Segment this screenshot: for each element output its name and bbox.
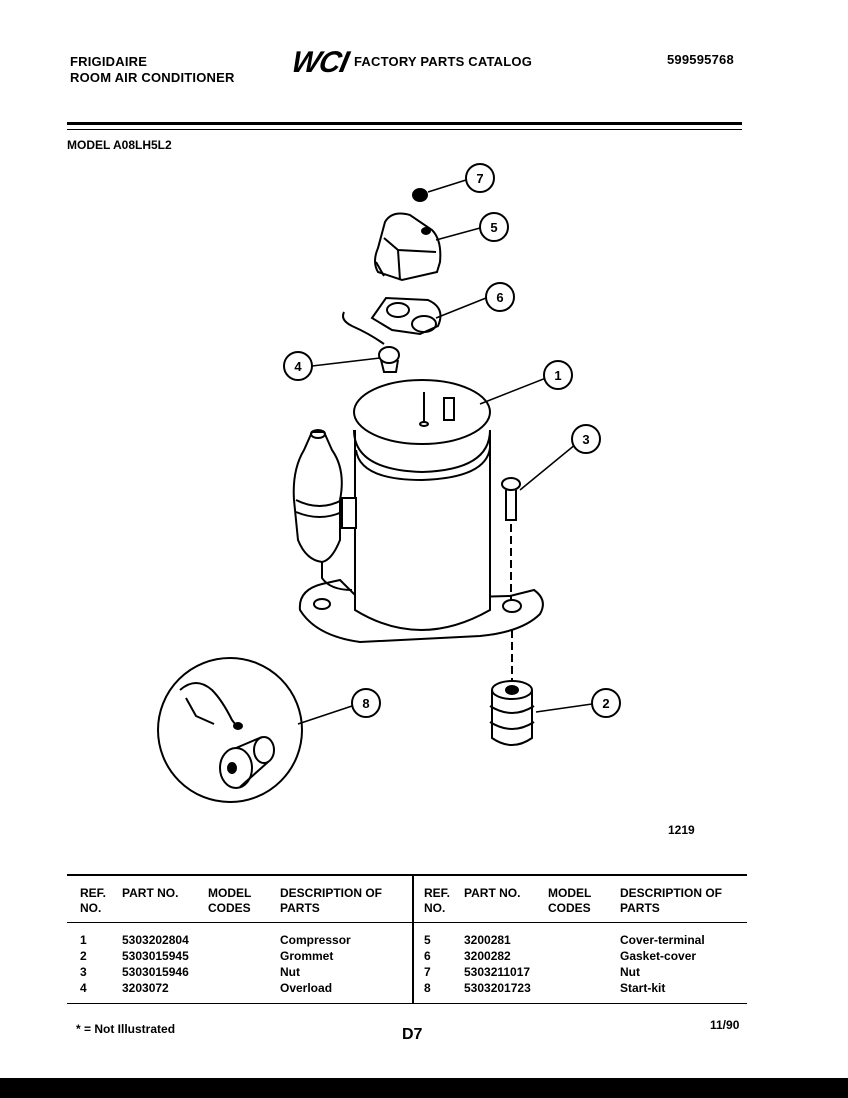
terminal-cover-part-5 — [374, 212, 442, 282]
table-row: 4 3203072 Overload — [80, 980, 410, 996]
product-category: ROOM AIR CONDITIONER — [70, 70, 235, 85]
start-kit-detail-8 — [157, 657, 303, 803]
table-row: 8 5303201723 Start-kit — [424, 980, 744, 996]
callout-label: 2 — [602, 696, 609, 711]
brand-name: FRIGIDAIRE — [70, 54, 148, 69]
header-model-codes: MODEL CODES — [208, 886, 252, 915]
ref-cell: 8 — [424, 981, 431, 995]
header-description: DESCRIPTION OF PARTS — [620, 886, 723, 915]
catalog-title: FACTORY PARTS CATALOG — [354, 54, 533, 69]
codes-cell — [548, 980, 620, 996]
desc-cell: Nut — [620, 965, 640, 979]
callout-label: 7 — [476, 171, 483, 186]
ref-cell: 6 — [424, 949, 431, 963]
table-header-row: REF. NO. PART NO. MODEL CODES DESCRIPTIO… — [424, 886, 744, 916]
callout-label: 4 — [294, 359, 302, 374]
table-top-rule — [67, 874, 747, 876]
codes-cell — [548, 964, 620, 980]
table-row: 7 5303211017 Nut — [424, 964, 744, 980]
exploded-parts-diagram: 7 5 6 4 1 3 8 2 — [157, 163, 621, 803]
table-row: 3 5303015946 Nut — [80, 964, 410, 980]
table-divider — [412, 874, 414, 1004]
desc-cell: Nut — [280, 965, 300, 979]
table-row: 6 3200282 Gasket-cover — [424, 948, 744, 964]
header-ref-no: REF. NO. — [424, 886, 451, 915]
header-part-no: PART NO. — [122, 886, 179, 900]
callout-5: 5 — [479, 212, 509, 242]
table-row: 1 5303202804 Compressor — [80, 932, 410, 948]
drawing-number: 1219 — [668, 823, 695, 837]
parts-table-right: REF. NO. PART NO. MODEL CODES DESCRIPTIO… — [424, 886, 744, 996]
ref-cell: 4 — [80, 981, 87, 995]
callout-1: 1 — [543, 360, 573, 390]
ref-cell: 3 — [80, 965, 87, 979]
part-cell: 3200282 — [464, 949, 511, 963]
part-cell: 3203072 — [122, 981, 169, 995]
table-row: 2 5303015945 Grommet — [80, 948, 410, 964]
table-row: 5 3200281 Cover-terminal — [424, 932, 744, 948]
callout-label: 6 — [496, 290, 503, 305]
codes-cell — [208, 964, 280, 980]
document-number: 599595768 — [667, 52, 734, 67]
ref-cell: 7 — [424, 965, 431, 979]
header-part-no: PART NO. — [464, 886, 521, 900]
header-ref-no: REF. NO. — [80, 886, 107, 915]
gasket-part-6 — [370, 296, 442, 336]
desc-cell: Grommet — [280, 949, 334, 963]
part-cell: 5303015945 — [122, 949, 189, 963]
callout-label: 3 — [582, 432, 589, 447]
callout-6: 6 — [485, 282, 515, 312]
parts-table-left: REF. NO. PART NO. MODEL CODES DESCRIPTIO… — [80, 886, 410, 996]
part-cell: 5303211017 — [464, 965, 531, 979]
desc-cell: Start-kit — [620, 981, 666, 995]
codes-cell — [208, 932, 280, 948]
callout-label: 8 — [362, 696, 369, 711]
leader-lines — [297, 179, 593, 725]
callout-label: 5 — [490, 220, 497, 235]
part-cell: 5303201723 — [464, 981, 531, 995]
table-header-row: REF. NO. PART NO. MODEL CODES DESCRIPTIO… — [80, 886, 410, 916]
desc-cell: Compressor — [280, 933, 351, 947]
callout-8: 8 — [351, 688, 381, 718]
page-code: D7 — [402, 1026, 423, 1043]
desc-cell: Gasket-cover — [620, 949, 697, 963]
ref-cell: 1 — [80, 933, 87, 947]
callout-4: 4 — [283, 351, 313, 381]
codes-cell — [548, 948, 620, 964]
table-bottom-rule — [67, 1003, 747, 1004]
overload-part-4 — [342, 311, 400, 373]
callout-3: 3 — [571, 424, 601, 454]
codes-cell — [208, 980, 280, 996]
part-cell: 3200281 — [464, 933, 511, 947]
header-description: DESCRIPTION OF PARTS — [280, 886, 383, 915]
header-rule-thick — [67, 122, 742, 125]
model-label: MODEL A08LH5L2 — [67, 138, 172, 152]
callout-7: 7 — [465, 163, 495, 193]
ref-cell: 5 — [424, 933, 431, 947]
codes-cell — [548, 932, 620, 948]
scan-edge-band — [0, 1078, 848, 1098]
not-illustrated-note: * = Not Illustrated — [76, 1022, 176, 1036]
revision-date: 11/90 — [710, 1018, 740, 1032]
grommet-part-2 — [489, 630, 535, 746]
callout-label: 1 — [554, 368, 561, 383]
ref-cell: 2 — [80, 949, 87, 963]
nut-part-7 — [412, 188, 428, 202]
header-model-codes: MODEL CODES — [548, 886, 592, 915]
part-cell: 5303202804 — [122, 933, 189, 947]
codes-cell — [208, 948, 280, 964]
table-header-rule — [67, 922, 747, 923]
header-rule-thin — [67, 129, 742, 130]
desc-cell: Overload — [280, 981, 333, 995]
desc-cell: Cover-terminal — [620, 933, 705, 947]
callout-2: 2 — [591, 688, 621, 718]
bolt-part-3 — [501, 477, 521, 600]
part-cell: 5303015946 — [122, 965, 189, 979]
compressor-part-1 — [292, 379, 544, 644]
